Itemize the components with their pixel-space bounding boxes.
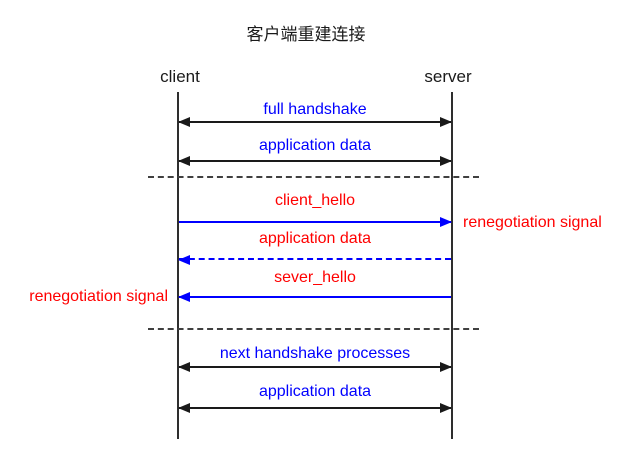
message-label-full-handshake: full handshake <box>263 101 367 118</box>
arrowhead-left-icon <box>178 117 190 127</box>
arrow-application-data-2 <box>178 255 451 265</box>
arrow-full-handshake <box>178 117 452 127</box>
message-label-application-data-1: application data <box>258 137 372 154</box>
phase-separator-2 <box>148 328 479 330</box>
annotation-renegotiation-signal-right: renegotiation signal <box>463 214 602 231</box>
arrow-next-handshake <box>178 362 452 372</box>
arrowhead-right-icon <box>440 217 452 227</box>
client-lifeline <box>177 92 179 439</box>
message-label-application-data-3: application data <box>258 383 372 400</box>
arrow-application-data-1 <box>178 156 452 166</box>
message-label-client-hello: client_hello <box>274 192 356 209</box>
arrowhead-right-icon <box>440 156 452 166</box>
arrowhead-right-icon <box>440 362 452 372</box>
actor-server-label: server <box>424 67 472 86</box>
arrowhead-left-icon <box>178 403 190 413</box>
server-lifeline <box>451 92 453 439</box>
arrow-application-data-3 <box>178 403 452 413</box>
message-label-next-handshake: next handshake processes <box>219 345 411 362</box>
annotation-renegotiation-signal-left: renegotiation signal <box>29 288 168 305</box>
message-label-application-data-2: application data <box>258 230 372 247</box>
phase-separator-1 <box>148 176 479 178</box>
diagram-title: 客户端重建连接 <box>246 25 366 44</box>
arrow-sever-hello <box>178 292 451 302</box>
arrowhead-left-icon <box>178 156 190 166</box>
message-label-sever-hello: sever_hello <box>274 269 356 286</box>
arrowhead-left-icon <box>178 362 190 372</box>
arrowhead-left-icon <box>178 292 190 302</box>
arrowhead-left-icon <box>178 255 190 265</box>
actor-client-label: client <box>160 67 200 86</box>
arrowhead-right-icon <box>440 117 452 127</box>
arrowhead-right-icon <box>440 403 452 413</box>
arrow-client-hello <box>179 217 452 227</box>
